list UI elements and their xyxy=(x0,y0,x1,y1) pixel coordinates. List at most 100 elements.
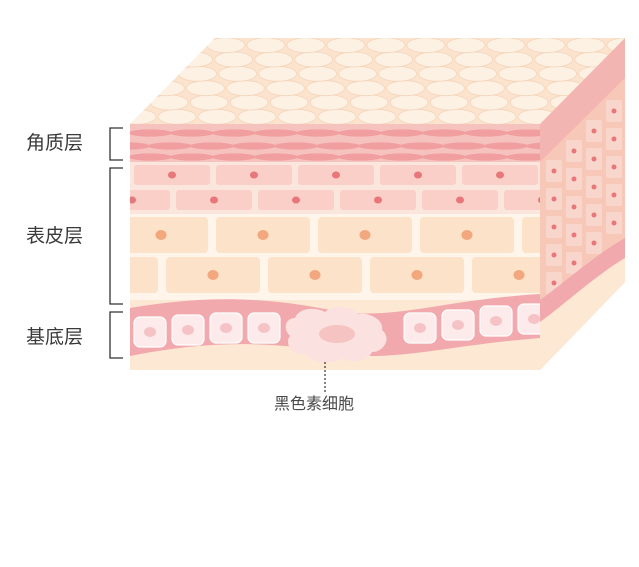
corneum-cell xyxy=(130,129,172,137)
cell-nucleus xyxy=(130,196,136,204)
corneum-cell xyxy=(422,153,466,161)
top-skin-cell xyxy=(229,94,269,111)
bracket-epidermis xyxy=(109,167,123,305)
cell-nucleus xyxy=(490,316,502,326)
cell-nucleus xyxy=(611,220,617,226)
cell-nucleus xyxy=(528,314,540,324)
top-skin-cell xyxy=(446,38,486,54)
top-skin-cell xyxy=(294,51,334,68)
cell-nucleus xyxy=(611,192,617,198)
corneum-cell xyxy=(400,142,444,150)
corneum-cell xyxy=(338,153,382,161)
corneum-cell xyxy=(130,142,150,150)
bracket-basal xyxy=(109,311,123,359)
epidermis-cell xyxy=(130,257,158,293)
top-skin-cell xyxy=(406,38,446,54)
top-skin-cell xyxy=(437,108,477,124)
corneum-cell xyxy=(316,142,360,150)
corneum-cell xyxy=(358,142,402,150)
side-face xyxy=(540,38,625,370)
cell-nucleus xyxy=(571,232,577,238)
top-skin-cell xyxy=(338,65,377,82)
cell-nucleus xyxy=(258,323,270,333)
epidermis-cell xyxy=(472,257,540,293)
label-basal-layer: 基底层 xyxy=(26,326,84,348)
top-skin-cell xyxy=(130,108,157,124)
top-skin-cell xyxy=(458,65,497,82)
top-skin-cell xyxy=(254,51,294,68)
top-skin-cell xyxy=(149,94,189,111)
corneum-cell xyxy=(380,129,424,137)
corneum-cell xyxy=(464,153,508,161)
top-skin-cell xyxy=(334,51,374,68)
cell-nucleus xyxy=(207,270,219,280)
cell-nucleus xyxy=(538,196,540,204)
front-face xyxy=(130,124,540,370)
corneum-cell xyxy=(464,129,508,137)
label-melanocyte: 黑色素细胞 xyxy=(274,394,355,413)
top-skin-cell xyxy=(349,94,389,111)
top-skin-cell xyxy=(429,94,469,111)
cell-nucleus xyxy=(210,196,218,204)
top-skin-cell xyxy=(226,80,265,97)
cell-nucleus xyxy=(461,230,473,240)
corneum-cell xyxy=(422,129,466,137)
top-skin-cell xyxy=(218,65,257,82)
top-skin-cell xyxy=(498,65,537,82)
cell-nucleus xyxy=(411,270,423,280)
cell-nucleus xyxy=(571,260,577,266)
top-skin-cell xyxy=(237,108,277,124)
top-surface xyxy=(130,38,625,124)
cell-nucleus xyxy=(551,252,557,258)
top-skin-cell xyxy=(298,65,337,82)
label-epidermis: 表皮层 xyxy=(26,225,84,247)
top-skin-cell xyxy=(374,51,414,68)
top-skin-cell xyxy=(534,51,574,68)
corneum-cell xyxy=(296,153,340,161)
cell-nucleus xyxy=(611,164,617,170)
cell-nucleus xyxy=(513,270,525,280)
cell-nucleus xyxy=(591,240,597,246)
cell-nucleus xyxy=(611,108,617,114)
cell-nucleus xyxy=(220,323,232,333)
cell-nucleus xyxy=(292,196,300,204)
top-skin-cell xyxy=(326,38,366,54)
cell-nucleus xyxy=(452,320,464,330)
cell-nucleus xyxy=(144,327,156,337)
top-skin-cell xyxy=(397,108,437,124)
corneum-cell xyxy=(254,153,298,161)
top-skin-cell xyxy=(538,65,577,82)
top-skin-cell xyxy=(174,51,214,68)
corneum-cell xyxy=(190,142,234,150)
top-skin-cell xyxy=(266,80,305,97)
top-skin-cell xyxy=(346,80,385,97)
corneum-cell xyxy=(484,142,528,150)
corneum-cell xyxy=(338,129,382,137)
top-skin-cell xyxy=(178,65,217,82)
cell-nucleus xyxy=(250,171,258,179)
cell-nucleus xyxy=(309,270,321,280)
top-skin-cell xyxy=(506,80,545,97)
top-skin-cell xyxy=(389,94,429,111)
top-skin-cell xyxy=(146,80,185,97)
top-skin-cell xyxy=(317,108,357,124)
top-skin-cell xyxy=(309,94,349,111)
cell-nucleus xyxy=(414,171,422,179)
corneum-cell xyxy=(148,142,192,150)
corneum-cell xyxy=(254,129,298,137)
top-skin-cell xyxy=(197,108,237,124)
top-skin-cell xyxy=(494,51,534,68)
top-skin-cell xyxy=(186,80,225,97)
cell-nucleus xyxy=(359,230,371,240)
top-skin-cell xyxy=(466,80,505,97)
top-skin-cell xyxy=(477,108,517,124)
cell-nucleus xyxy=(168,171,176,179)
top-skin-cell xyxy=(378,65,417,82)
top-skin-cell xyxy=(258,65,297,82)
top-skin-cell xyxy=(426,80,465,97)
cell-nucleus xyxy=(571,148,577,154)
cell-nucleus xyxy=(591,184,597,190)
top-skin-cell xyxy=(386,80,425,97)
top-skin-cell xyxy=(366,38,406,54)
